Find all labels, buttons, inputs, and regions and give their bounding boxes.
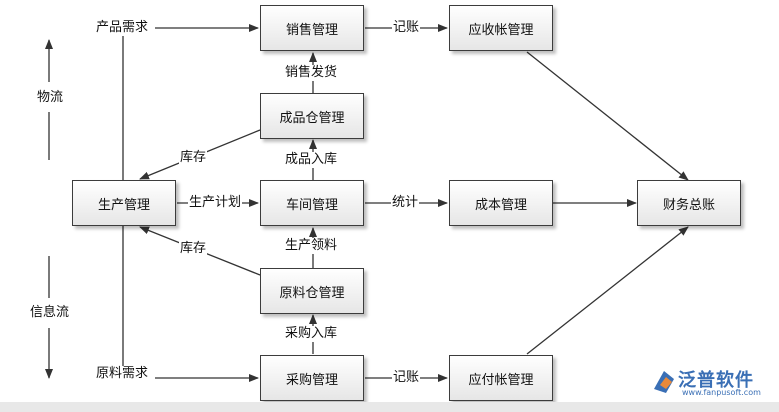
sales-box: 销售管理 bbox=[260, 5, 364, 51]
label-finished-inbound: 成品入库 bbox=[284, 152, 339, 168]
label-material-demand: 原料需求 bbox=[95, 366, 150, 382]
label-production-picking: 生产领料 bbox=[284, 238, 339, 254]
label-product-demand: 产品需求 bbox=[95, 20, 150, 36]
fanpu-logo: 泛普软件 www.fanpusoft.com bbox=[648, 364, 776, 400]
label-purchase-inbound: 采购入库 bbox=[284, 326, 339, 342]
general-ledger-box: 财务总账 bbox=[637, 180, 741, 226]
label-sales-shipment: 销售发货 bbox=[284, 65, 339, 81]
arrow-payable-to-ledger bbox=[526, 226, 689, 355]
logo-mark-icon bbox=[654, 371, 674, 393]
logo-url: www.fanpusoft.com bbox=[682, 388, 761, 397]
label-statistics: 统计 bbox=[391, 195, 420, 211]
label-bookkeeping-top: 记账 bbox=[392, 20, 421, 36]
payable-box: 应付帐管理 bbox=[449, 355, 553, 401]
receivable-box: 应收帐管理 bbox=[449, 5, 553, 51]
finished-goods-box: 成品仓管理 bbox=[260, 93, 364, 139]
production-box: 生产管理 bbox=[72, 180, 176, 226]
bottom-strip bbox=[0, 402, 779, 412]
arrow-receivable-to-ledger bbox=[526, 51, 689, 181]
label-info-flow: 信息流 bbox=[30, 305, 70, 320]
raw-material-box: 原料仓管理 bbox=[260, 268, 364, 314]
label-inventory-top: 库存 bbox=[179, 150, 208, 166]
label-logistics: 物流 bbox=[37, 90, 64, 105]
logo-name: 泛普软件 bbox=[678, 370, 754, 391]
label-bookkeeping-bottom: 记账 bbox=[392, 370, 421, 386]
label-production-plan: 生产计划 bbox=[188, 195, 243, 211]
cost-box: 成本管理 bbox=[449, 180, 553, 226]
purchasing-box: 采购管理 bbox=[260, 355, 364, 401]
workshop-box: 车间管理 bbox=[260, 180, 364, 226]
label-inventory-bottom: 库存 bbox=[179, 241, 208, 257]
